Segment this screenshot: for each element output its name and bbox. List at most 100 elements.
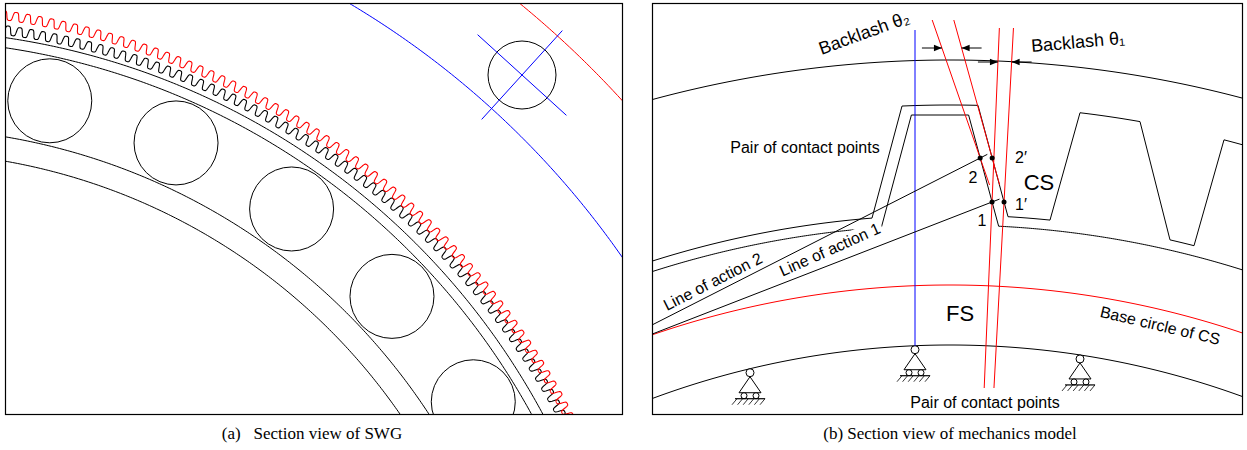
callout-text-text: Pair of contact points <box>910 395 1059 411</box>
support-roller <box>906 370 912 376</box>
part-label-text: CS <box>1024 172 1055 194</box>
point-number: 2 <box>969 170 978 186</box>
vertical-axis-line <box>915 30 916 346</box>
bearing-ball <box>250 167 334 251</box>
bearing-ball <box>350 254 434 338</box>
line-of-action <box>653 199 999 347</box>
point-number: 2′ <box>1015 150 1027 166</box>
backlash-reference-line <box>954 20 1000 185</box>
support-ground <box>1065 384 1095 385</box>
pin-support <box>1062 355 1095 391</box>
ground-hatch <box>738 399 743 405</box>
circular-spline-teeth <box>6 8 622 414</box>
section-view-a <box>6 4 622 414</box>
center-line <box>478 35 567 116</box>
backlash-label: Backlash θ₁ <box>1030 29 1125 55</box>
ground-hatch <box>1062 385 1067 391</box>
support-pin <box>911 346 919 354</box>
line-of-action-label-text: Line of action 1 <box>775 218 885 280</box>
pin-support <box>897 346 930 382</box>
ground-hatch <box>760 399 765 405</box>
support-pin <box>1076 355 1084 363</box>
point-number: 1 <box>978 213 987 229</box>
support-roller <box>918 370 924 376</box>
caption: (b) Section view of mechanics model <box>823 425 1077 442</box>
support-roller <box>1083 379 1089 385</box>
base-circle-label: Base circle of CS <box>1096 303 1223 350</box>
line-of-action-label: Line of action 2 <box>659 248 767 315</box>
ground-hatch <box>749 399 754 405</box>
part-label: CS <box>1024 172 1055 194</box>
ground-hatch <box>743 399 748 405</box>
ground-hatch <box>754 399 759 405</box>
callout-text: Pair of contact points <box>910 395 1059 411</box>
backlash-label-text: Backlash θ₁ <box>1030 29 1125 55</box>
cs-outer-arc <box>653 60 1242 103</box>
caption: (a) Section view of SWG <box>222 425 402 442</box>
support-roller <box>741 393 747 399</box>
line-of-action-label: Line of action 1 <box>775 218 885 280</box>
part-label-text: FS <box>946 303 974 325</box>
caption-text: (b) Section view of mechanics model <box>823 425 1077 442</box>
bearing-ball <box>8 59 92 143</box>
ground-hatch <box>1079 385 1084 391</box>
arrowhead <box>990 59 998 65</box>
ring-arc <box>6 32 614 414</box>
panel-frame <box>653 4 1243 415</box>
arrowhead <box>934 45 942 51</box>
line-of-action <box>653 154 987 384</box>
ground-hatch <box>1073 385 1078 391</box>
contact-point <box>990 156 995 161</box>
support-ground <box>735 398 765 399</box>
point-number-text: 1′ <box>1015 197 1027 213</box>
callout-text: Pair of contact points <box>730 140 879 156</box>
fs-tooth-profile <box>653 115 1242 276</box>
backlash-label: Backlash θ₂ <box>816 8 911 57</box>
ground-hatch <box>903 376 908 382</box>
support-triangle <box>1069 363 1091 379</box>
bearing-ball <box>134 101 218 185</box>
backlash-dimension <box>922 45 982 51</box>
ground-hatch <box>908 376 913 382</box>
callout-text-text: Pair of contact points <box>730 140 879 156</box>
cs-tooth-profile <box>653 105 1242 265</box>
bearing-ball <box>431 360 515 414</box>
ground-hatch <box>1090 385 1095 391</box>
base-circle-label-text: Base circle of CS <box>1096 303 1223 350</box>
ground-hatch <box>897 376 902 382</box>
line-of-action-label-text: Line of action 2 <box>659 248 767 315</box>
support-roller <box>1071 379 1077 385</box>
panel-frame <box>6 4 623 415</box>
ground-hatch <box>732 399 737 405</box>
support-pin <box>746 369 754 377</box>
support-triangle <box>739 377 761 393</box>
ground-hatch <box>919 376 924 382</box>
support-triangle <box>904 354 926 370</box>
point-number-text: 1 <box>978 213 987 229</box>
ring-arc <box>6 153 495 414</box>
point-number-text: 2′ <box>1015 150 1027 166</box>
mechanics-model-b <box>653 20 1242 405</box>
ground-hatch <box>1068 385 1073 391</box>
ground-hatch <box>1084 385 1089 391</box>
contact-point <box>990 200 995 205</box>
flexspline-teeth <box>6 23 622 414</box>
pin-support <box>732 369 765 405</box>
blue-circle-arc <box>327 4 622 281</box>
red-circle-arc <box>502 4 622 131</box>
support-ground <box>900 375 930 376</box>
ring-arc <box>6 42 604 414</box>
ground-hatch <box>914 376 919 382</box>
contact-point <box>978 156 983 161</box>
point-number-text: 2 <box>969 170 978 186</box>
arrowhead <box>962 45 970 51</box>
point-number: 1′ <box>1015 197 1027 213</box>
radial-reference-line <box>994 28 1013 388</box>
support-roller <box>753 393 759 399</box>
backlash-label-text: Backlash θ₂ <box>816 8 911 57</box>
ground-hatch <box>925 376 930 382</box>
part-label: FS <box>946 303 974 325</box>
